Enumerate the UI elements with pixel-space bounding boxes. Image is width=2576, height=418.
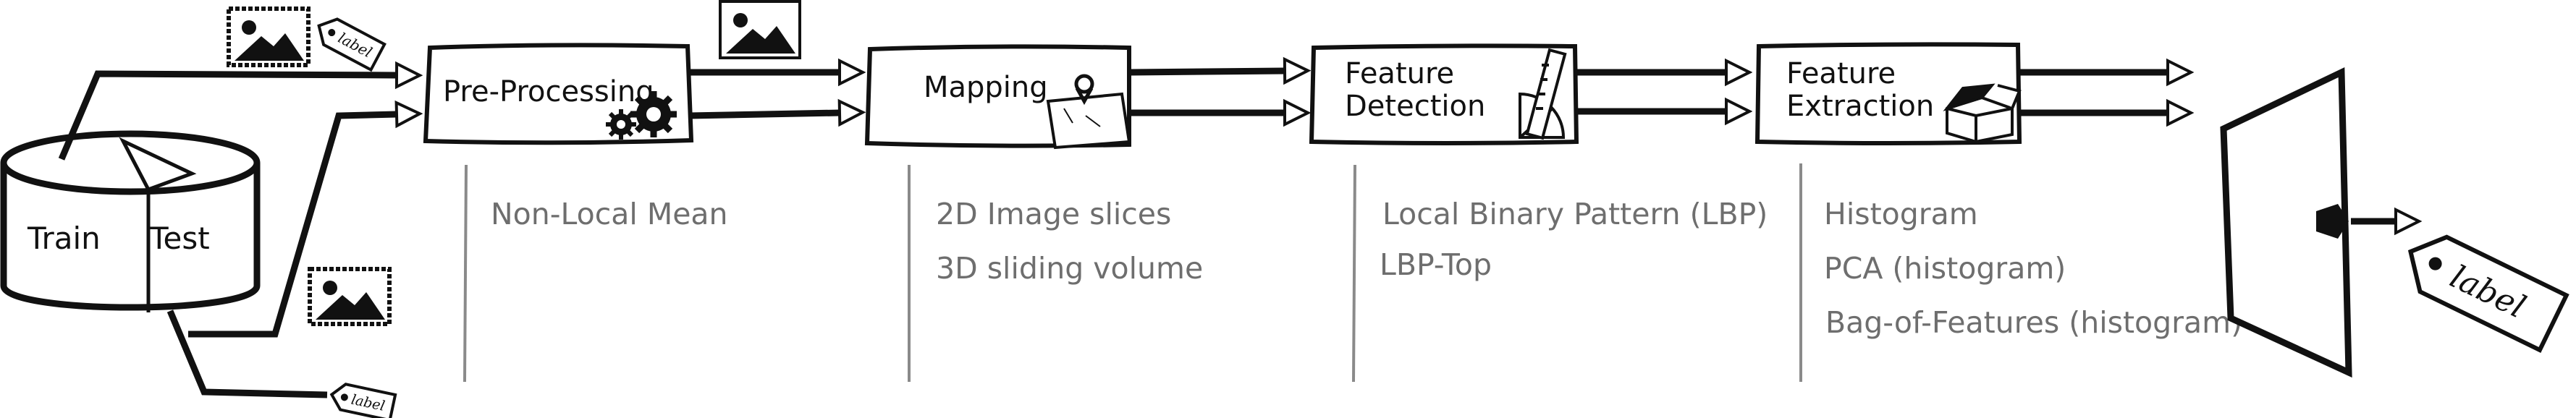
method-item: Histogram xyxy=(1824,197,1978,231)
method-item: 3D sliding volume xyxy=(936,251,1203,286)
stage-3-label-line-1: Feature xyxy=(1345,57,1454,90)
stage-feature-extraction: Feature Extraction xyxy=(1754,42,2022,145)
stage-2-label: Mapping xyxy=(924,71,1048,104)
divider-feature-detection xyxy=(1352,164,1356,383)
test-label-flow xyxy=(166,310,328,398)
ruler-protractor-icon xyxy=(1519,48,1567,140)
method-item: 2D Image slices xyxy=(936,197,1171,231)
stages: Pre-Processing xyxy=(423,42,2022,150)
test-label: Test xyxy=(149,221,210,256)
method-item: Bag-of-Features (histogram) xyxy=(1825,305,2242,340)
database-cylinder: Train Test xyxy=(0,130,261,312)
stage-4-label-line-2: Extraction xyxy=(1786,90,1934,123)
label-tag-icon: label xyxy=(329,383,397,418)
method-item: PCA (histogram) xyxy=(1824,251,2066,286)
test-image-flow xyxy=(188,114,397,338)
dividers xyxy=(463,163,1802,383)
label-tag-icon: label xyxy=(317,17,387,72)
methods: Non-Local Mean 2D Image slices 3D slidin… xyxy=(491,197,2242,340)
stage-pre-processing: Pre-Processing xyxy=(423,43,694,145)
map-pin-icon xyxy=(1046,74,1131,150)
stage-3-label-line-2: Detection xyxy=(1345,90,1485,123)
method-item: LBP-Top xyxy=(1380,247,1492,282)
stage-mapping: Mapping xyxy=(864,44,1131,150)
output-label-tag: label xyxy=(2407,234,2569,353)
train-data-flow xyxy=(58,74,397,161)
train-label: Train xyxy=(27,221,101,256)
method-item: Local Binary Pattern (LBP) xyxy=(1382,197,1768,231)
divider-pre-processing xyxy=(463,164,468,383)
stage-4-label-line-1: Feature xyxy=(1786,57,1896,90)
flow-mapping-to-detection-1 xyxy=(1130,71,1285,72)
image-icon xyxy=(227,7,311,67)
method-item: Non-Local Mean xyxy=(491,197,728,231)
connectors xyxy=(58,71,2396,398)
open-box-icon xyxy=(1943,83,2022,144)
gears-icon xyxy=(606,91,677,140)
image-icon xyxy=(719,0,801,59)
image-icon xyxy=(308,267,392,326)
classifier-plane-icon xyxy=(2220,67,2352,378)
stage-1-label: Pre-Processing xyxy=(443,75,654,108)
stage-feature-detection: Feature Detection xyxy=(1309,43,1579,145)
flow-pre-to-mapping-2 xyxy=(688,113,840,116)
